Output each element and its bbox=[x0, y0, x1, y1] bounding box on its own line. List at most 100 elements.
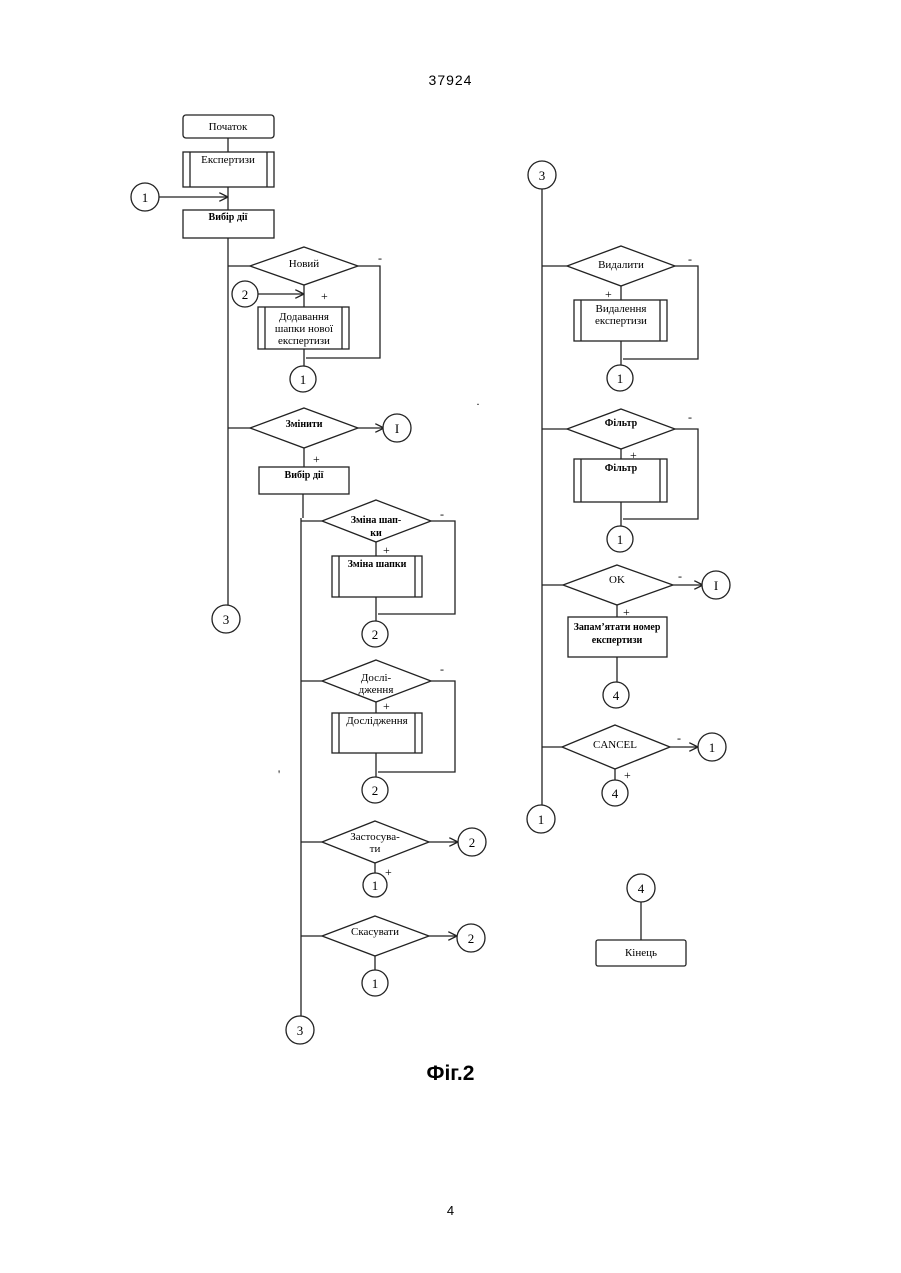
svg-text:1: 1 bbox=[372, 878, 379, 893]
svg-text:4: 4 bbox=[638, 881, 645, 896]
connector-1-apply: 1 bbox=[363, 873, 387, 897]
svg-text:3: 3 bbox=[223, 612, 230, 627]
choose-action-box-2: Вибір дії bbox=[259, 467, 349, 494]
cancel-ua-decision: Скасувати bbox=[322, 916, 429, 956]
svg-text:+: + bbox=[321, 289, 328, 303]
svg-text:експертизи: експертизи bbox=[592, 635, 643, 646]
svg-text:Дослі-: Дослі- bbox=[361, 672, 392, 684]
cancel-en-decision: CANCEL bbox=[562, 725, 670, 769]
svg-text:Зміна шап-: Зміна шап- bbox=[351, 515, 402, 526]
svg-text:-: - bbox=[677, 731, 681, 745]
svg-text:+: + bbox=[383, 543, 390, 557]
svg-text:2: 2 bbox=[372, 783, 379, 798]
svg-text:1: 1 bbox=[617, 532, 624, 547]
connector-2-change-header: 2 bbox=[362, 621, 388, 647]
svg-text:Застосува-: Застосува- bbox=[350, 831, 400, 843]
connector-I-change: I bbox=[383, 414, 411, 442]
connector-1-in: 1 bbox=[131, 183, 159, 211]
connector-I-ok: I bbox=[702, 571, 730, 599]
svg-text:1: 1 bbox=[617, 371, 624, 386]
svg-text:3: 3 bbox=[297, 1023, 304, 1038]
connector-1-delete: 1 bbox=[607, 365, 633, 391]
change-header-decision: Зміна шап- ки bbox=[322, 500, 431, 542]
connector-4-cancel-en: 4 bbox=[602, 780, 628, 806]
delete-decision: Видалити bbox=[567, 246, 675, 286]
connector-3-left: 3 bbox=[212, 605, 240, 633]
connector-3-bottom: 3 bbox=[286, 1016, 314, 1044]
svg-text:Додавання: Додавання bbox=[279, 311, 329, 323]
connector-1-right-bottom: 1 bbox=[527, 805, 555, 833]
svg-text:Кінець: Кінець bbox=[625, 947, 657, 959]
svg-text:Вибір дії: Вибір дії bbox=[209, 212, 248, 223]
svg-text:4: 4 bbox=[612, 786, 619, 801]
svg-text:2: 2 bbox=[469, 835, 476, 850]
svg-text:+: + bbox=[385, 865, 392, 879]
svg-text:2: 2 bbox=[468, 931, 475, 946]
connector-1-new: 1 bbox=[290, 366, 316, 392]
end-terminal: Кінець bbox=[596, 940, 686, 966]
stray-tick: ' bbox=[278, 767, 280, 781]
svg-text:1: 1 bbox=[709, 740, 716, 755]
svg-text:-: - bbox=[440, 662, 444, 676]
connector-3-top-right: 3 bbox=[528, 161, 556, 189]
start-terminal: Початок bbox=[183, 115, 274, 138]
svg-text:-: - bbox=[440, 507, 444, 521]
svg-text:+: + bbox=[383, 699, 390, 713]
svg-text:+: + bbox=[605, 287, 612, 301]
svg-text:CANCEL: CANCEL bbox=[593, 739, 637, 751]
svg-text:2: 2 bbox=[372, 627, 379, 642]
filter-decision: Фільтр bbox=[567, 409, 675, 449]
ok-decision: OK bbox=[563, 565, 673, 605]
svg-text:Новий: Новий bbox=[289, 258, 320, 270]
filter-process: Фільтр bbox=[574, 459, 667, 502]
svg-text:-: - bbox=[688, 252, 692, 266]
research-process: Дослідження bbox=[332, 713, 422, 753]
svg-text:-: - bbox=[678, 569, 682, 583]
connector-4-ok: 4 bbox=[603, 682, 629, 708]
connector-4-end: 4 bbox=[627, 874, 655, 902]
connector-2-in: 2 bbox=[232, 281, 258, 307]
svg-text:4: 4 bbox=[613, 688, 620, 703]
connector-2-research: 2 bbox=[362, 777, 388, 803]
svg-text:Фільтр: Фільтр bbox=[605, 463, 638, 474]
choose-action-box-1: Вибір дії bbox=[183, 210, 274, 238]
research-decision: Дослі- дження bbox=[322, 660, 431, 702]
remember-number-box: Запам’ятати номер експертизи bbox=[568, 617, 667, 657]
svg-text:ки: ки bbox=[370, 528, 382, 539]
svg-text:Видалення: Видалення bbox=[595, 303, 646, 315]
svg-text:Змінити: Змінити bbox=[285, 419, 322, 430]
new-decision: Новий bbox=[250, 247, 358, 285]
svg-text:+: + bbox=[313, 452, 320, 466]
svg-text:дження: дження bbox=[359, 684, 394, 696]
svg-text:Видалити: Видалити bbox=[598, 259, 644, 271]
svg-text:Експертизи: Експертизи bbox=[201, 154, 255, 166]
add-header-process: Додавання шапки нової експертизи bbox=[258, 307, 349, 349]
figure-caption: Фіг.2 bbox=[0, 1062, 901, 1086]
svg-text:-: - bbox=[688, 410, 692, 424]
svg-text:1: 1 bbox=[300, 372, 307, 387]
change-decision: Змінити bbox=[250, 408, 358, 448]
svg-text:Дослідження: Дослідження bbox=[346, 715, 407, 727]
svg-text:Запам’ятати номер: Запам’ятати номер bbox=[574, 622, 661, 633]
svg-text:Вибір дії: Вибір дії bbox=[285, 470, 324, 481]
connector-1-cancel-en: 1 bbox=[698, 733, 726, 761]
svg-text:1: 1 bbox=[142, 190, 149, 205]
svg-text:Початок: Початок bbox=[209, 121, 248, 133]
apply-decision: Застосува- ти bbox=[322, 821, 429, 863]
change-header-process: Зміна шапки bbox=[332, 556, 422, 597]
svg-text:Скасувати: Скасувати bbox=[351, 926, 399, 938]
svg-text:1: 1 bbox=[372, 976, 379, 991]
expertises-process: Експертизи bbox=[183, 152, 274, 187]
delete-process: Видалення експертизи bbox=[574, 300, 667, 341]
svg-text:I: I bbox=[395, 421, 399, 436]
svg-text:2: 2 bbox=[242, 287, 249, 302]
svg-text:OK: OK bbox=[609, 574, 625, 586]
svg-text:Зміна шапки: Зміна шапки bbox=[348, 559, 407, 570]
connector-2-cancel: 2 bbox=[457, 924, 485, 952]
svg-text:3: 3 bbox=[539, 168, 546, 183]
stray-dot: · bbox=[476, 397, 480, 411]
svg-text:-: - bbox=[378, 251, 382, 265]
connector-1-cancel: 1 bbox=[362, 970, 388, 996]
svg-text:+: + bbox=[624, 768, 631, 782]
svg-text:1: 1 bbox=[538, 812, 545, 827]
